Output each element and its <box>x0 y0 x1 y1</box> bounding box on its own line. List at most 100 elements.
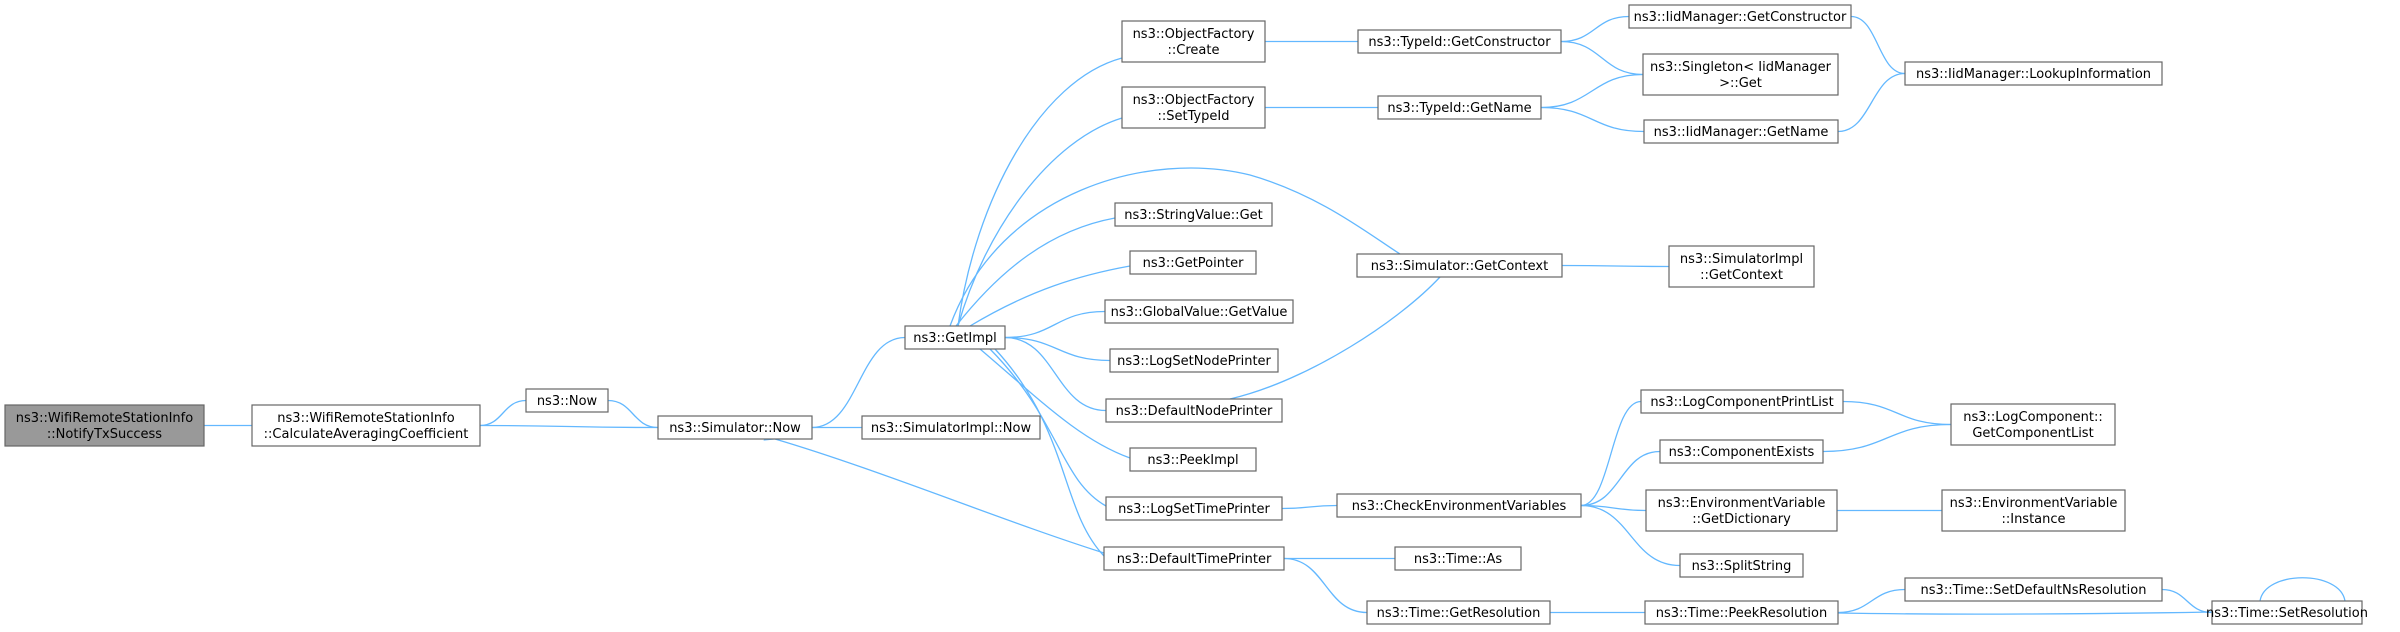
function-node-n33[interactable]: ns3::EnvironmentVariable::Instance <box>1941 489 2126 532</box>
node-label: ns3::GetImpl <box>913 331 997 346</box>
edge-n35-n30 <box>1837 611 2213 615</box>
node-box[interactable] <box>1121 20 1266 63</box>
node-label: ::CalculateAveragingCoefficient <box>264 427 469 442</box>
function-node-n0[interactable]: ns3::WifiRemoteStationInfo::NotifyTxSucc… <box>4 404 205 447</box>
function-node-n11[interactable]: ns3::LogSetNodePrinter <box>1109 348 1279 373</box>
function-node-n21[interactable]: ns3::Time::GetResolution <box>1366 600 1551 625</box>
function-node-n27[interactable]: ns3::ComponentExists <box>1659 439 1824 464</box>
edge-n5-n6 <box>957 57 1123 327</box>
node-label: ns3::IidManager::LookupInformation <box>1916 67 2151 82</box>
edge-n5-n14 <box>989 348 1107 507</box>
function-node-n14[interactable]: ns3::LogSetTimePrinter <box>1105 496 1283 521</box>
node-box[interactable] <box>1104 299 1294 324</box>
node-box[interactable] <box>1105 496 1283 521</box>
function-node-n30[interactable]: ns3::Time::PeekResolution <box>1644 600 1839 625</box>
edge-n19-n29 <box>1580 504 1681 567</box>
node-box[interactable] <box>904 325 1006 350</box>
node-box[interactable] <box>1357 29 1562 54</box>
edge-n18-n25 <box>1561 264 1670 268</box>
function-node-n16[interactable]: ns3::TypeId::GetConstructor <box>1357 29 1562 54</box>
node-box[interactable] <box>1643 119 1839 144</box>
node-label: ns3::TypeId::GetName <box>1387 101 1531 116</box>
function-node-n18[interactable]: ns3::Simulator::GetContext <box>1356 253 1563 278</box>
node-box[interactable] <box>1356 253 1563 278</box>
node-box[interactable] <box>2211 600 2363 625</box>
node-box[interactable] <box>1668 245 1815 288</box>
function-node-n35[interactable]: ns3::Time::SetResolution <box>2206 600 2368 625</box>
function-node-n6[interactable]: ns3::ObjectFactory::Create <box>1121 20 1266 63</box>
node-label: ns3::IidManager::GetName <box>1654 125 1829 140</box>
node-label: ns3::LogComponent:: <box>1963 410 2103 425</box>
node-label: ns3::LogComponentPrintList <box>1650 395 1833 410</box>
node-box[interactable] <box>1659 439 1824 464</box>
node-box[interactable] <box>1103 546 1285 571</box>
function-node-n34[interactable]: ns3::Time::SetDefaultNsResolution <box>1904 577 2163 602</box>
function-node-n22[interactable]: ns3::IidManager::GetConstructor <box>1628 4 1852 29</box>
function-node-n5[interactable]: ns3::GetImpl <box>904 325 1006 350</box>
function-node-n29[interactable]: ns3::SplitString <box>1679 553 1804 578</box>
function-node-n3[interactable]: ns3::Simulator::Now <box>657 415 813 440</box>
node-box[interactable] <box>1394 546 1522 571</box>
edge-n5-n8 <box>955 217 1116 327</box>
node-box[interactable] <box>1904 577 2163 602</box>
function-node-n10[interactable]: ns3::GlobalValue::GetValue <box>1104 299 1294 324</box>
function-node-n26[interactable]: ns3::LogComponentPrintList <box>1640 389 1844 414</box>
function-node-n32[interactable]: ns3::LogComponent::GetComponentList <box>1950 403 2116 446</box>
node-box[interactable] <box>1640 389 1844 414</box>
function-node-n4[interactable]: ns3::SimulatorImpl::Now <box>861 415 1041 440</box>
edge-n22-n31 <box>1850 15 1906 75</box>
node-box[interactable] <box>1114 202 1273 227</box>
function-node-n31[interactable]: ns3::IidManager::LookupInformation <box>1904 61 2163 86</box>
node-label: ns3::DefaultNodePrinter <box>1116 404 1273 419</box>
node-box[interactable] <box>1679 553 1804 578</box>
function-node-n24[interactable]: ns3::IidManager::GetName <box>1643 119 1839 144</box>
node-box[interactable] <box>861 415 1041 440</box>
function-node-n15[interactable]: ns3::DefaultTimePrinter <box>1103 546 1285 571</box>
edge-n1-n2 <box>479 399 527 427</box>
function-node-n7[interactable]: ns3::ObjectFactory::SetTypeId <box>1121 86 1266 129</box>
node-box[interactable] <box>1121 86 1266 129</box>
node-box[interactable] <box>1109 348 1279 373</box>
node-box[interactable] <box>1336 493 1582 518</box>
node-box[interactable] <box>251 404 481 447</box>
function-node-n12[interactable]: ns3::DefaultNodePrinter <box>1105 398 1283 423</box>
function-node-n1[interactable]: ns3::WifiRemoteStationInfo::CalculateAve… <box>251 404 481 447</box>
node-box[interactable] <box>525 388 609 413</box>
node-box[interactable] <box>657 415 813 440</box>
node-box[interactable] <box>1129 447 1257 472</box>
node-box[interactable] <box>1628 4 1852 29</box>
node-label: ns3::GlobalValue::GetValue <box>1111 305 1288 320</box>
node-label: ns3::IidManager::GetConstructor <box>1634 10 1847 25</box>
function-node-n9[interactable]: ns3::GetPointer <box>1129 250 1257 275</box>
function-node-n28[interactable]: ns3::EnvironmentVariable::GetDictionary <box>1645 489 1838 532</box>
node-label: ns3::Time::As <box>1414 552 1503 567</box>
node-box[interactable] <box>1642 53 1839 96</box>
function-node-n8[interactable]: ns3::StringValue::Get <box>1114 202 1273 227</box>
node-box[interactable] <box>1644 600 1839 625</box>
node-box[interactable] <box>1904 61 2163 86</box>
edge-n17-n24 <box>1540 106 1645 133</box>
node-box[interactable] <box>1129 250 1257 275</box>
function-node-n13[interactable]: ns3::PeekImpl <box>1129 447 1257 472</box>
node-box[interactable] <box>1377 95 1542 120</box>
edge-n26-n32 <box>1842 400 1952 426</box>
node-box[interactable] <box>1366 600 1551 625</box>
edge-n17-n23 <box>1540 73 1644 109</box>
edge-n16-n22 <box>1560 15 1630 43</box>
node-box[interactable] <box>1645 489 1838 532</box>
function-node-n17[interactable]: ns3::TypeId::GetName <box>1377 95 1542 120</box>
function-node-n20[interactable]: ns3::Time::As <box>1394 546 1522 571</box>
edge-n12-n18 <box>1229 276 1441 400</box>
node-box[interactable] <box>1950 403 2116 446</box>
function-node-n19[interactable]: ns3::CheckEnvironmentVariables <box>1336 493 1582 518</box>
node-label: ::Create <box>1168 43 1220 58</box>
node-box[interactable] <box>1941 489 2126 532</box>
node-box[interactable] <box>4 404 205 447</box>
function-node-n25[interactable]: ns3::SimulatorImpl::GetContext <box>1668 245 1815 288</box>
function-node-n23[interactable]: ns3::Singleton< IidManager >::Get <box>1642 53 1839 96</box>
node-box[interactable] <box>1105 398 1283 423</box>
function-node-n2[interactable]: ns3::Now <box>525 388 609 413</box>
node-label: ns3::WifiRemoteStationInfo <box>16 411 193 426</box>
edge-n5-n15 <box>994 348 1105 557</box>
